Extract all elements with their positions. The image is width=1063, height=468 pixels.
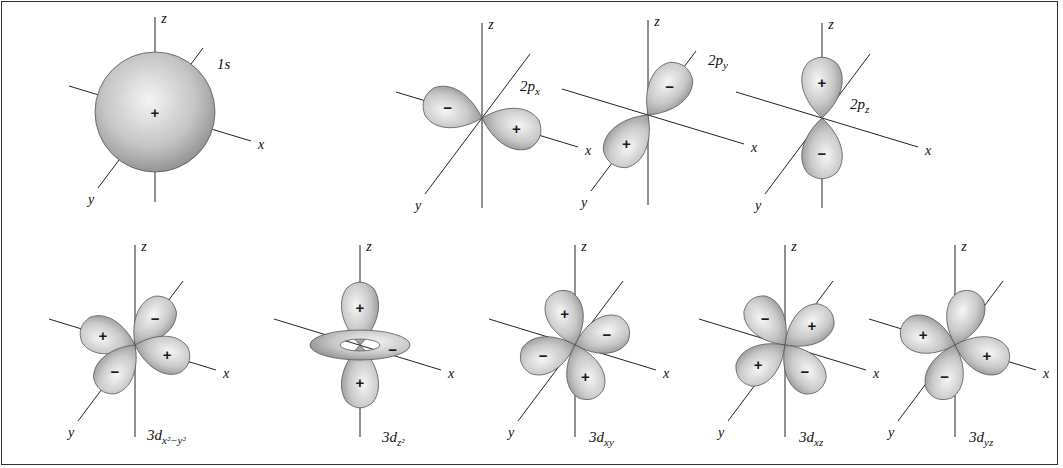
axis-label: x	[223, 367, 229, 381]
orbital-name: 1s	[217, 57, 230, 72]
orbital-lobe	[86, 334, 150, 402]
orbital-sign: +	[356, 300, 365, 315]
axis-label: x	[258, 138, 264, 152]
orbital-name: 3d	[969, 430, 984, 445]
orbital-sign: +	[512, 121, 521, 136]
orbital-name: 2p	[708, 53, 723, 68]
orbital-lobe	[130, 327, 195, 379]
orbital-sign: +	[163, 347, 172, 362]
axis-label: y	[68, 426, 74, 440]
axis-label: y	[415, 199, 421, 213]
orbital-name: 2p	[520, 79, 535, 94]
orbital-sign: +	[919, 327, 928, 342]
axis-label: z	[791, 240, 796, 254]
orbital-sign: −	[818, 146, 827, 161]
orbital-sign: −	[761, 311, 770, 326]
orbital-sign: +	[356, 375, 365, 390]
axes	[396, 23, 578, 208]
orbital-sign: −	[940, 369, 949, 384]
orbital-subscript: x	[535, 86, 540, 97]
orbital-subscript: x²−y²	[162, 435, 186, 446]
orbital-lobe	[802, 57, 843, 118]
axes	[699, 245, 866, 437]
orbital-lobe	[770, 334, 834, 402]
orbital-sign: +	[151, 105, 160, 120]
axes	[489, 245, 656, 437]
axis-label: z	[581, 240, 586, 254]
orbital-subscript: z²	[397, 437, 405, 448]
axis-label: x	[1043, 367, 1049, 381]
axes	[49, 245, 216, 437]
axis-label: x	[663, 367, 669, 381]
orbital-name: 3d	[147, 428, 162, 443]
orbital-sign: +	[99, 328, 108, 343]
orbital-subscript: yz	[984, 437, 993, 448]
axis-label: x	[585, 144, 591, 158]
orbital-sign: −	[110, 364, 119, 379]
orbital-lobe	[595, 103, 664, 176]
axis-label: y	[508, 426, 514, 440]
axis-label: y	[581, 196, 587, 210]
orbital-sign: +	[808, 318, 817, 333]
orbital-sign: +	[560, 306, 569, 321]
orbital-sign: −	[665, 79, 674, 94]
axis-label: z	[654, 15, 659, 29]
orbital-lobe	[802, 118, 843, 179]
axes	[274, 245, 441, 437]
axis-label: z	[366, 240, 371, 254]
axis-label: y	[755, 199, 761, 213]
axis-label: x	[751, 141, 757, 155]
orbital-sign: +	[622, 136, 631, 151]
axes	[869, 245, 1036, 437]
orbital-name: 3d	[382, 430, 397, 445]
orbital-subscript: xz	[814, 437, 823, 448]
orbital-name: 3d	[589, 430, 604, 445]
orbital-sign: −	[539, 348, 548, 363]
s-sphere	[95, 52, 215, 172]
orbital-subscript: z	[865, 104, 869, 115]
orbital-name: 3d	[799, 430, 814, 445]
axis-label: y	[88, 193, 94, 207]
orbital-sign: −	[151, 311, 160, 326]
orbital-lobe	[949, 327, 1014, 380]
axis-label: z	[141, 240, 146, 254]
orbital-lobe	[557, 339, 610, 404]
orbital-subscript: y	[723, 60, 728, 71]
axes	[736, 23, 918, 208]
orbital-sign: +	[581, 369, 590, 384]
axis-label: z	[828, 18, 833, 32]
orbital-sign: −	[801, 364, 810, 379]
orbital-sign: +	[818, 75, 827, 90]
axis-label: z	[488, 18, 493, 32]
axis-label: x	[925, 144, 931, 158]
orbital-sign: −	[388, 342, 397, 357]
orbital-sign: +	[754, 357, 763, 372]
axis-label: x	[448, 367, 454, 381]
axis-label: y	[888, 426, 894, 440]
axis-label: z	[161, 12, 166, 26]
orbital-sign: +	[982, 348, 991, 363]
orbital-lobe	[476, 99, 546, 156]
orbital-sign: −	[602, 327, 611, 342]
axes	[562, 20, 744, 205]
orbital-lobe	[418, 81, 488, 138]
torus	[310, 330, 410, 360]
axis-label: y	[718, 426, 724, 440]
axis-label: x	[873, 367, 879, 381]
orbital-subscript: xy	[604, 437, 614, 448]
orbital-sign: −	[443, 100, 452, 115]
orbital-name: 2p	[850, 97, 865, 112]
axis-label: z	[961, 240, 966, 254]
axes	[69, 17, 251, 202]
